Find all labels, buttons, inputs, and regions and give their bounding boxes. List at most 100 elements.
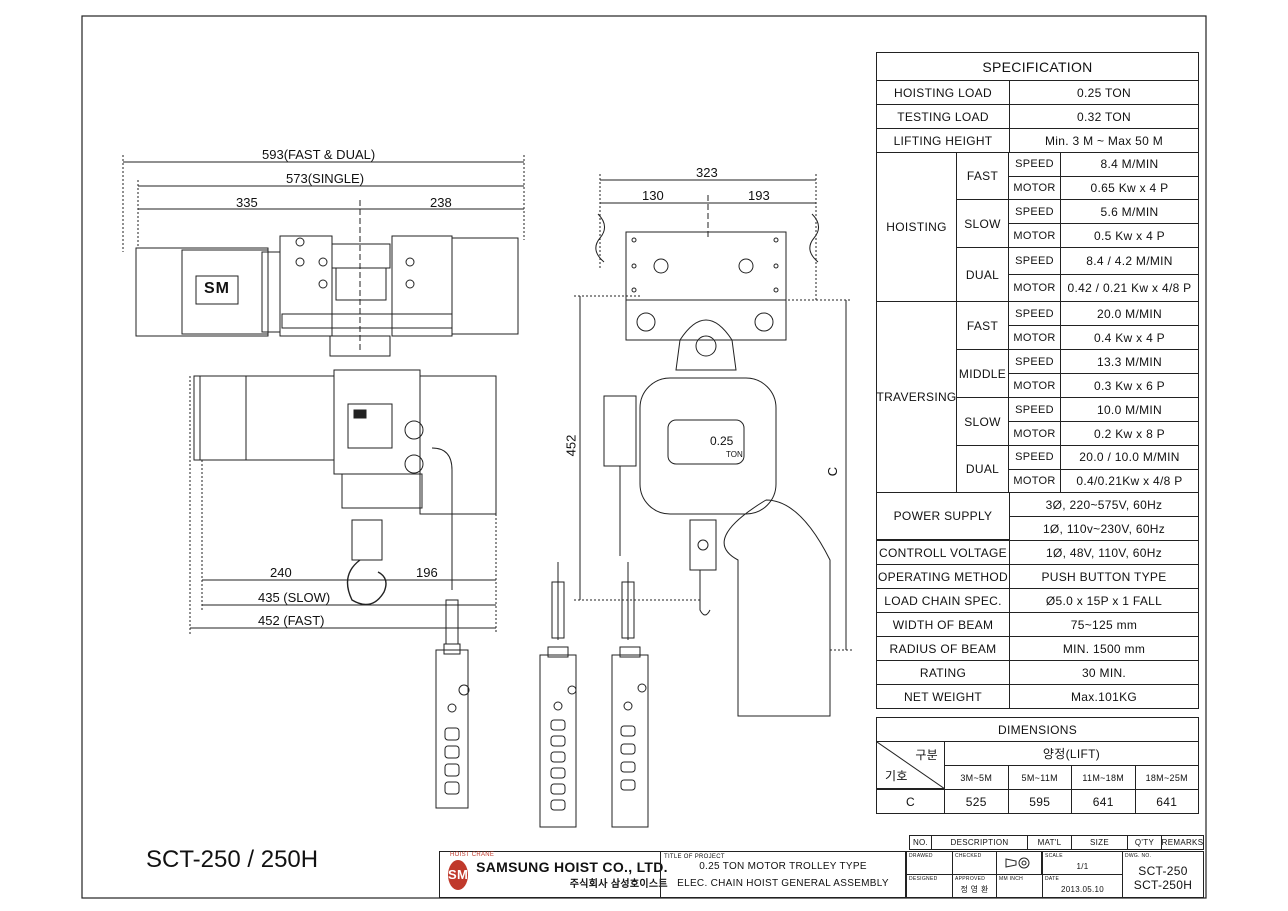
approved-cell-value: 정 영 환 (960, 884, 989, 894)
third-angle-projection-icon (996, 851, 1042, 875)
motor-value: 0.2 Kw x 8 P (1060, 421, 1199, 446)
parts-header-size: SIZE (1071, 835, 1128, 850)
hoist-plate-capacity: 0.25 (710, 434, 734, 448)
approved-cell: APPROVED 정 영 환 (952, 874, 997, 898)
parts-header-desc: DESCRIPTION (931, 835, 1028, 850)
designed-cell-label: DESIGNED (909, 876, 938, 882)
units-cell: MM INCH (996, 874, 1043, 898)
mode-label: DUAL (956, 445, 1009, 493)
pendant-middle (539, 562, 577, 828)
front-view (574, 174, 852, 717)
hoist-plate-unit: TON (726, 450, 743, 459)
spec-label: NET WEIGHT (876, 684, 1010, 709)
title-of-project-label: TITLE OF PROJECT (664, 854, 725, 860)
mode-label: SLOW (956, 199, 1009, 248)
spec-label: LOAD CHAIN SPEC. (876, 588, 1010, 613)
mode-label: DUAL (956, 247, 1009, 302)
spec-value: Ø5.0 x 15P x 1 FALL (1009, 588, 1199, 613)
c-value: 641 (1134, 789, 1199, 814)
speed-label: SPEED (1008, 199, 1061, 224)
dim-593: 593(FAST & DUAL) (262, 147, 376, 162)
spec-label: OPERATING METHOD (876, 564, 1010, 589)
spec-value: 0.25 TON (1009, 80, 1199, 105)
speed-label: SPEED (1008, 445, 1061, 470)
dim-435: 435 (SLOW) (258, 590, 331, 605)
dim-335: 335 (236, 195, 258, 210)
motor-label: MOTOR (1008, 373, 1061, 398)
model-title: SCT-250 / 250H (146, 846, 319, 873)
mode-label: FAST (956, 301, 1009, 350)
spec-value: 0.32 TON (1009, 104, 1199, 129)
lift-range: 5M~11M (1007, 765, 1072, 790)
designed-cell: DESIGNED (906, 874, 953, 898)
side-view (122, 155, 525, 809)
parts-header-remarks: REMARKS (1161, 835, 1204, 850)
motor-label: MOTOR (1008, 223, 1061, 248)
dwg-no-label: DWG. NO. (1125, 853, 1152, 859)
motor-value: 0.4/0.21Kw x 4/8 P (1060, 468, 1199, 493)
spec-label: RADIUS OF BEAM (876, 636, 1010, 661)
units-cell-label: MM INCH (999, 876, 1024, 882)
spec-label: TESTING LOAD (876, 104, 1010, 129)
spec-value: 1Ø, 48V, 110V, 60Hz (1009, 540, 1199, 565)
approved-cell-label: APPROVED (955, 876, 986, 882)
mode-label: FAST (956, 152, 1009, 200)
dim-193: 193 (748, 188, 770, 203)
mode-label: SLOW (956, 397, 1009, 446)
speed-label: SPEED (1008, 152, 1061, 177)
dwg-no-2: SCT-250H (1133, 877, 1193, 892)
mode-label: MIDDLE (956, 349, 1009, 398)
speed-value: 20.0 / 10.0 M/MIN (1060, 445, 1199, 470)
parts-header-mat: MAT'L (1027, 835, 1072, 850)
dim-452: 452 (FAST) (258, 613, 325, 628)
corner-category: 구분 (915, 748, 938, 762)
dwg-no-1: SCT-250 (1138, 863, 1188, 878)
spec-value: 75~125 mm (1009, 612, 1199, 637)
row-label-c: C (876, 789, 945, 814)
parts-header-qty: Q'TY (1127, 835, 1162, 850)
motor-value: 0.3 Kw x 6 P (1060, 373, 1199, 398)
lift-range: 11M~18M (1071, 765, 1136, 790)
power-supply-1phase: 1Ø, 110v~230V, 60Hz (1009, 516, 1199, 541)
spec-label: WIDTH OF BEAM (876, 612, 1010, 637)
sm-logo-mark (195, 275, 239, 305)
dim-323: 323 (696, 165, 718, 180)
drawn-cell: DRAWED (906, 851, 953, 875)
speed-value: 8.4 / 4.2 M/MIN (1060, 247, 1199, 275)
project-line-2: ELEC. CHAIN HOIST GENERAL ASSEMBLY (677, 877, 889, 889)
lift-range: 3M~5M (944, 765, 1009, 790)
checked-cell: CHECKED (952, 851, 997, 875)
dim-238: 238 (430, 195, 452, 210)
date-cell-label: DATE (1045, 876, 1060, 882)
dim-452-vertical: 452 (563, 434, 579, 457)
motor-logo: SM (204, 280, 230, 297)
speed-value: 10.0 M/MIN (1060, 397, 1199, 422)
speed-label: SPEED (1008, 247, 1061, 275)
speed-label: SPEED (1008, 397, 1061, 422)
motor-value: 0.4 Kw x 4 P (1060, 325, 1199, 350)
dim-240: 240 (270, 565, 292, 580)
date-cell-value: 2013.05.10 (1060, 884, 1105, 894)
speed-value: 20.0 M/MIN (1060, 301, 1199, 326)
hoisting-label: HOISTING (876, 152, 957, 302)
dimensions-title: DIMENSIONS (876, 717, 1199, 742)
drawn-cell-label: DRAWED (909, 853, 933, 859)
spec-label: RATING (876, 660, 1010, 685)
checked-cell-label: CHECKED (955, 853, 982, 859)
sheet-border (81, 15, 1207, 899)
motor-label: MOTOR (1008, 175, 1061, 200)
motor-value: 0.65 Kw x 4 P (1060, 175, 1199, 200)
spec-value: Min. 3 M ~ Max 50 M (1009, 128, 1199, 153)
scale-cell-value: 1/1 (1076, 861, 1089, 871)
power-supply-3phase: 3Ø, 220~575V, 60Hz (1009, 492, 1199, 517)
dim-573: 573(SINGLE) (286, 171, 365, 186)
parts-header-no: NO. (909, 835, 932, 850)
spec-title: SPECIFICATION (876, 52, 1199, 81)
spec-label: HOISTING LOAD (876, 80, 1010, 105)
